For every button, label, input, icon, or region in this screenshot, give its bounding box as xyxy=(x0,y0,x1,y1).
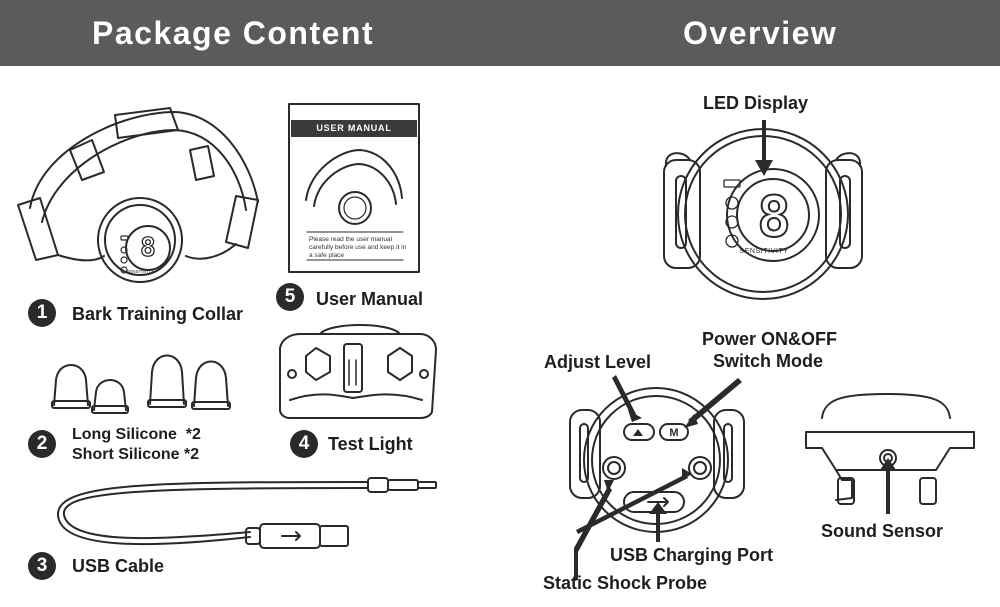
sound-sensor-label: Sound Sensor xyxy=(821,521,944,541)
silicone-caps-illustration xyxy=(51,354,231,414)
power-label-line1: Power ON&OFF xyxy=(702,329,838,349)
led-display-digit: 8 xyxy=(757,185,791,250)
item-5-label: User Manual xyxy=(316,289,424,309)
collar-display-digit: 8 xyxy=(140,233,156,263)
item-1-label: Bark Training Collar xyxy=(72,304,244,324)
test-light-illustration xyxy=(279,324,437,419)
usb-charging-port-label: USB Charging Port xyxy=(610,545,774,565)
item-4-number: 4 xyxy=(290,430,318,458)
led-sensitivity-label: SENSITIVITY xyxy=(739,248,788,255)
manual-illustration xyxy=(288,103,420,273)
static-shock-probe-label: Static Shock Probe xyxy=(543,573,708,593)
item-5-number: 5 xyxy=(276,283,304,311)
item-2-label-line1: Long Silicone *2 xyxy=(72,426,201,443)
overview-heading: Overview xyxy=(683,15,838,51)
collar-illustration xyxy=(17,107,259,283)
collar-sensitivity-label: SENSITIVITY xyxy=(126,269,154,274)
item-3-label: USB Cable xyxy=(72,556,165,576)
sound-sensor-device-illustration xyxy=(805,393,975,505)
item-2-label-line2: Short Silicone *2 xyxy=(72,446,200,463)
power-label-line2: Switch Mode xyxy=(713,351,824,371)
adjust-level-label: Adjust Level xyxy=(544,352,652,372)
led-display-label: LED Display xyxy=(703,93,809,113)
manual-cover-title: USER MANUAL xyxy=(291,120,417,137)
item-2-number: 2 xyxy=(28,430,56,458)
manual-cover-note: Please read the user manual carefully be… xyxy=(309,236,407,259)
item-4-label: Test Light xyxy=(328,434,413,454)
header-band xyxy=(0,0,1000,66)
item-3-number: 3 xyxy=(28,552,56,580)
usb-cable-illustration xyxy=(56,477,437,549)
item-1-number: 1 xyxy=(28,299,56,327)
m-button-label: M xyxy=(669,427,678,439)
package-content-heading: Package Content xyxy=(92,15,375,51)
